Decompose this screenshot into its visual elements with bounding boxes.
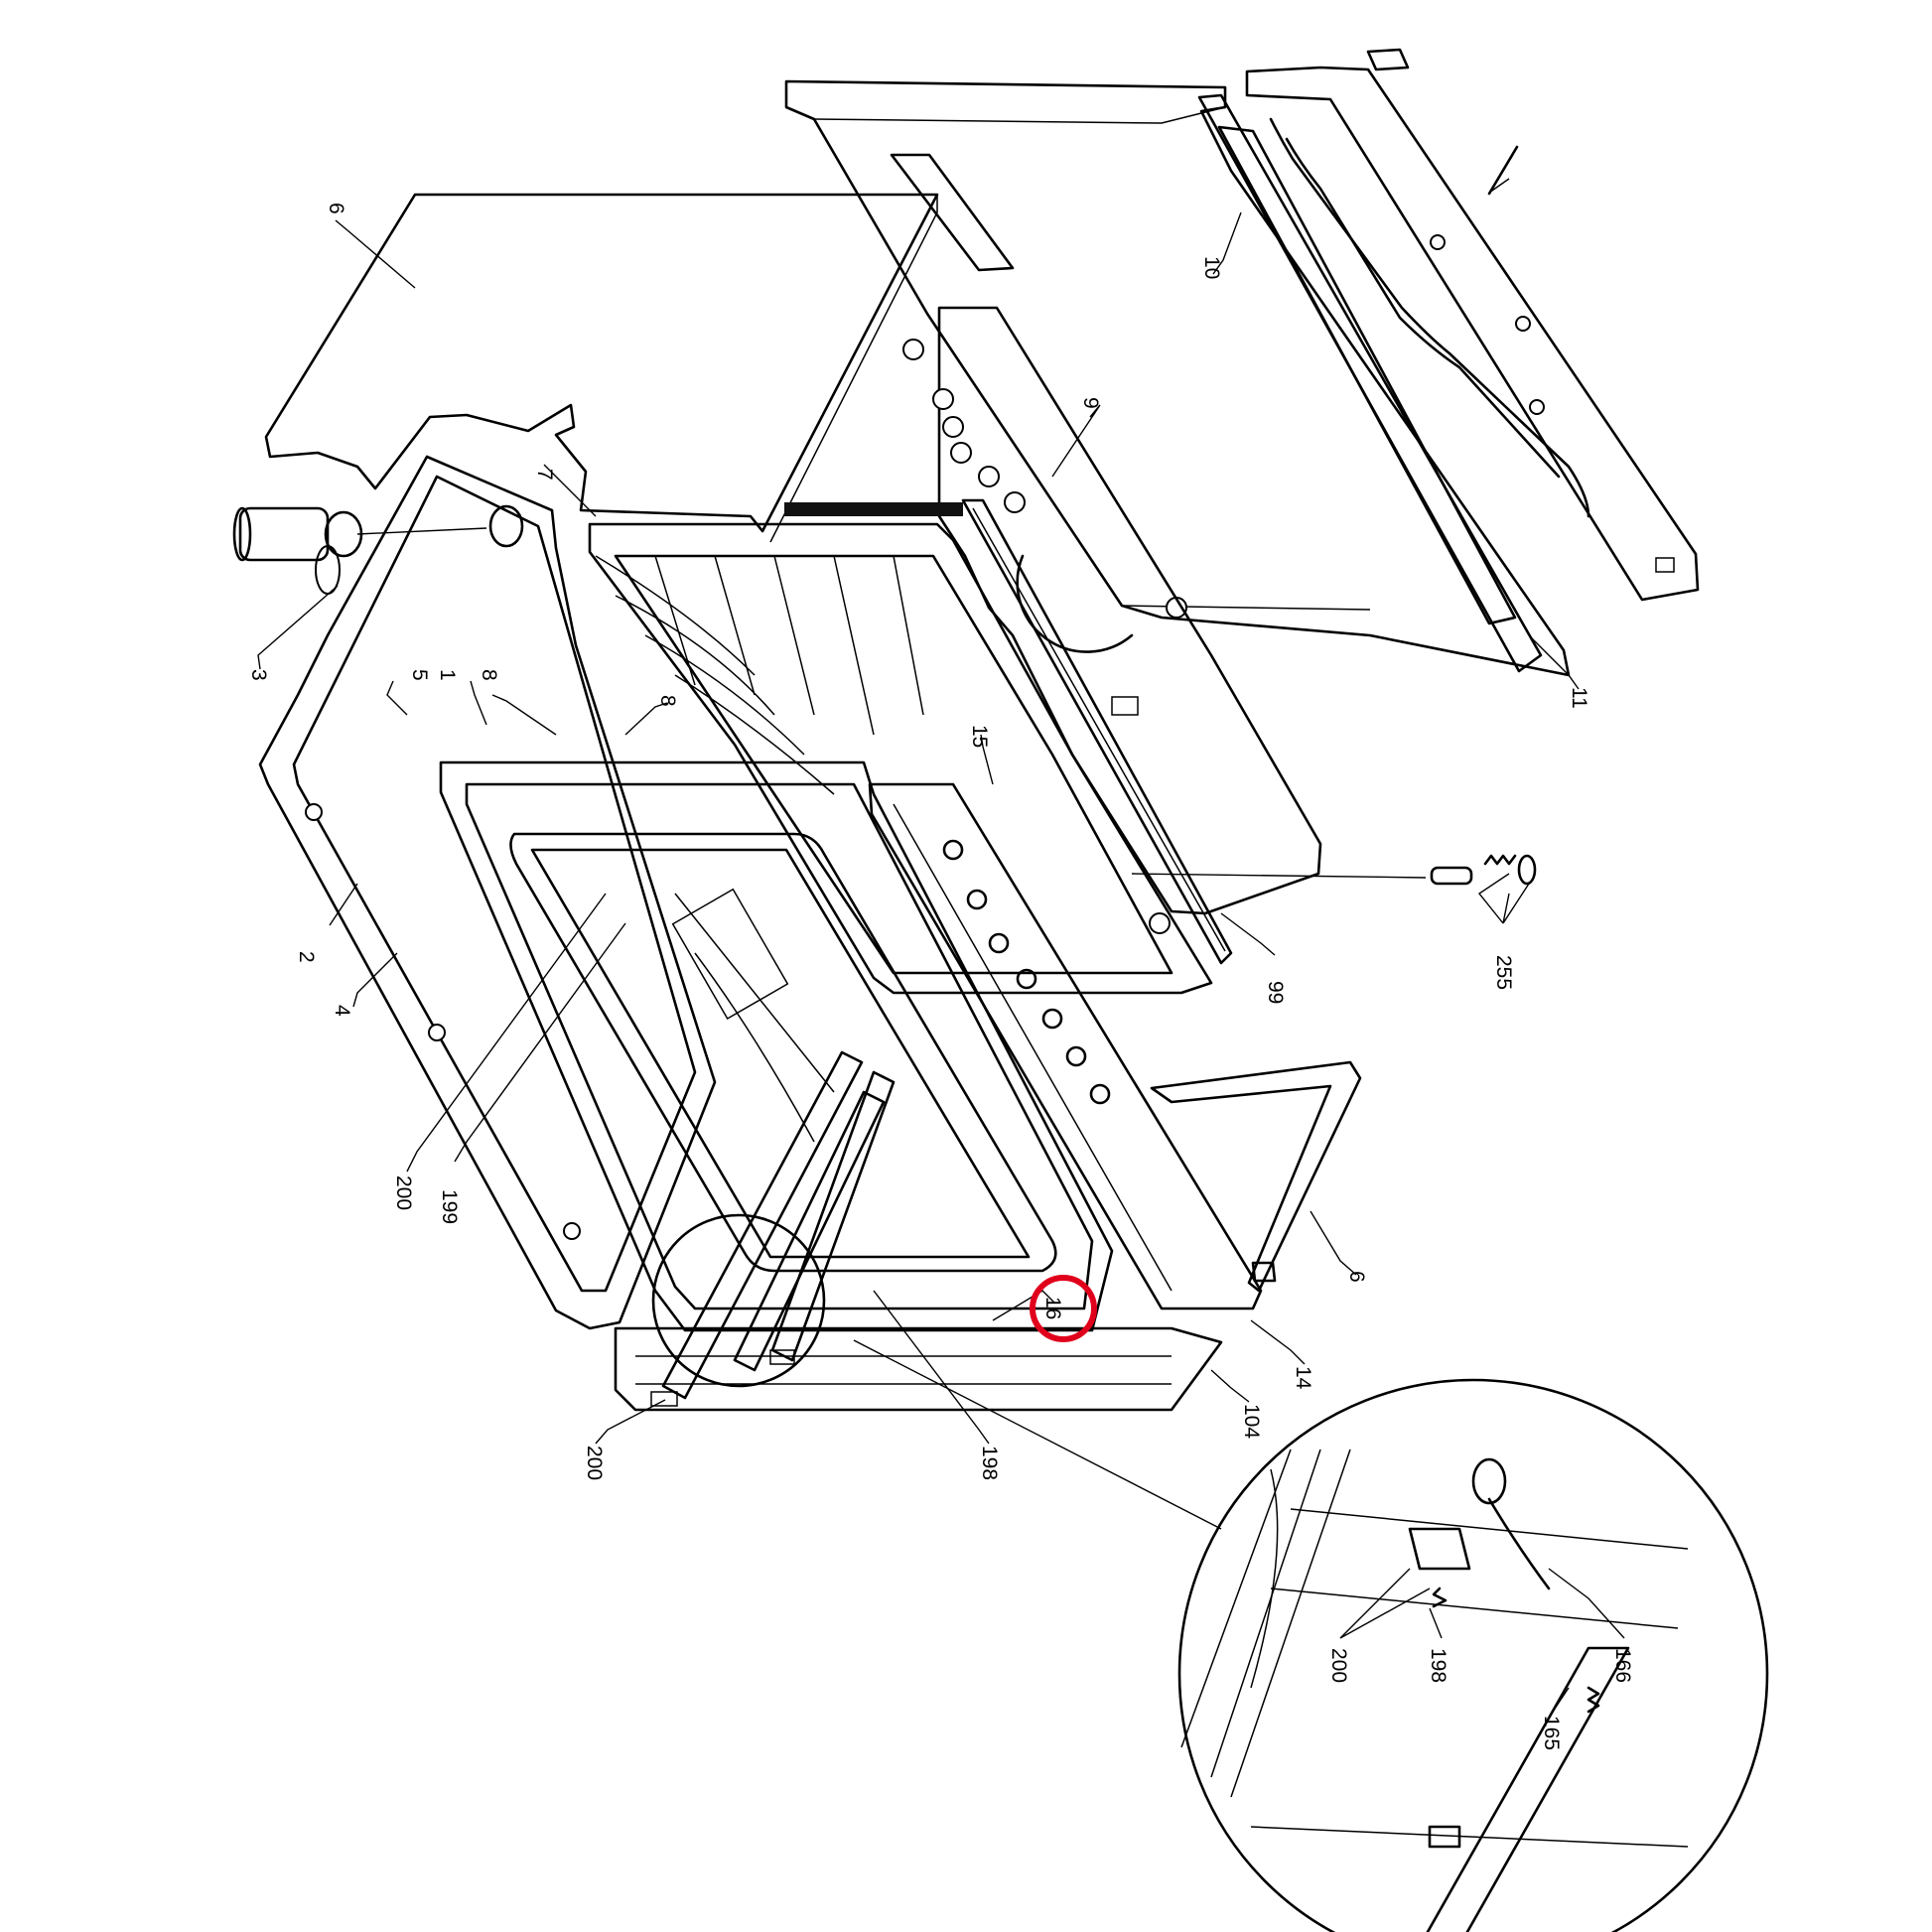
label-4: 4 xyxy=(331,1005,353,1017)
label-6-top: 6 xyxy=(325,203,347,214)
label-15: 15 xyxy=(968,725,991,748)
label-1: 1 xyxy=(436,669,459,681)
right-lower-panel xyxy=(1150,1060,1362,1293)
knob-fittings xyxy=(942,839,1111,1105)
leader-lines xyxy=(257,211,1580,1530)
front-frame xyxy=(439,760,1114,1332)
label-14: 14 xyxy=(1292,1366,1314,1390)
label-10: 10 xyxy=(1200,256,1223,279)
detail-label-166: 166 xyxy=(1611,1648,1634,1683)
top-rear-rail xyxy=(1197,93,1543,673)
label-16: 16 xyxy=(1041,1297,1064,1319)
highlight-circle xyxy=(1030,1275,1097,1342)
hinge-pin-assembly xyxy=(1131,854,1537,886)
label-200-left: 200 xyxy=(392,1175,415,1210)
label-5: 5 xyxy=(408,669,431,681)
label-99: 99 xyxy=(1264,981,1287,1004)
rear-bracket-11 xyxy=(1245,48,1700,602)
label-6-right: 6 xyxy=(1345,1271,1368,1283)
left-side-panel xyxy=(258,455,717,1330)
door-seal xyxy=(961,498,1233,965)
label-255: 255 xyxy=(1492,955,1515,990)
label-200-bottom: 200 xyxy=(583,1446,606,1480)
label-199: 199 xyxy=(438,1189,461,1224)
label-8-left: 8 xyxy=(478,669,500,681)
detail-label-165: 165 xyxy=(1540,1716,1563,1750)
label-104: 104 xyxy=(1240,1404,1263,1439)
label-11: 11 xyxy=(1568,687,1590,709)
label-3: 3 xyxy=(247,669,270,681)
control-side-panel xyxy=(902,306,1322,934)
top-cover-panel xyxy=(264,193,939,543)
telescopic-rails xyxy=(650,1050,896,1407)
label-8-right: 8 xyxy=(656,695,679,707)
label-7: 7 xyxy=(533,469,556,481)
control-strip xyxy=(868,782,1263,1311)
part-labels: 6 10 9 7 3 5 1 8 8 15 11 255 99 2 4 200 … xyxy=(247,203,1634,1750)
detail-label-200: 200 xyxy=(1327,1648,1350,1683)
label-198: 198 xyxy=(978,1446,1001,1480)
label-9: 9 xyxy=(1079,397,1102,409)
oven-cavity xyxy=(588,502,1213,995)
detail-zoom-view xyxy=(1177,1378,1769,1932)
label-2: 2 xyxy=(295,951,318,963)
detail-label-198: 198 xyxy=(1427,1648,1449,1683)
bottom-tray xyxy=(614,1326,1223,1412)
back-panel xyxy=(784,79,1571,677)
cooling-fan xyxy=(232,504,524,562)
